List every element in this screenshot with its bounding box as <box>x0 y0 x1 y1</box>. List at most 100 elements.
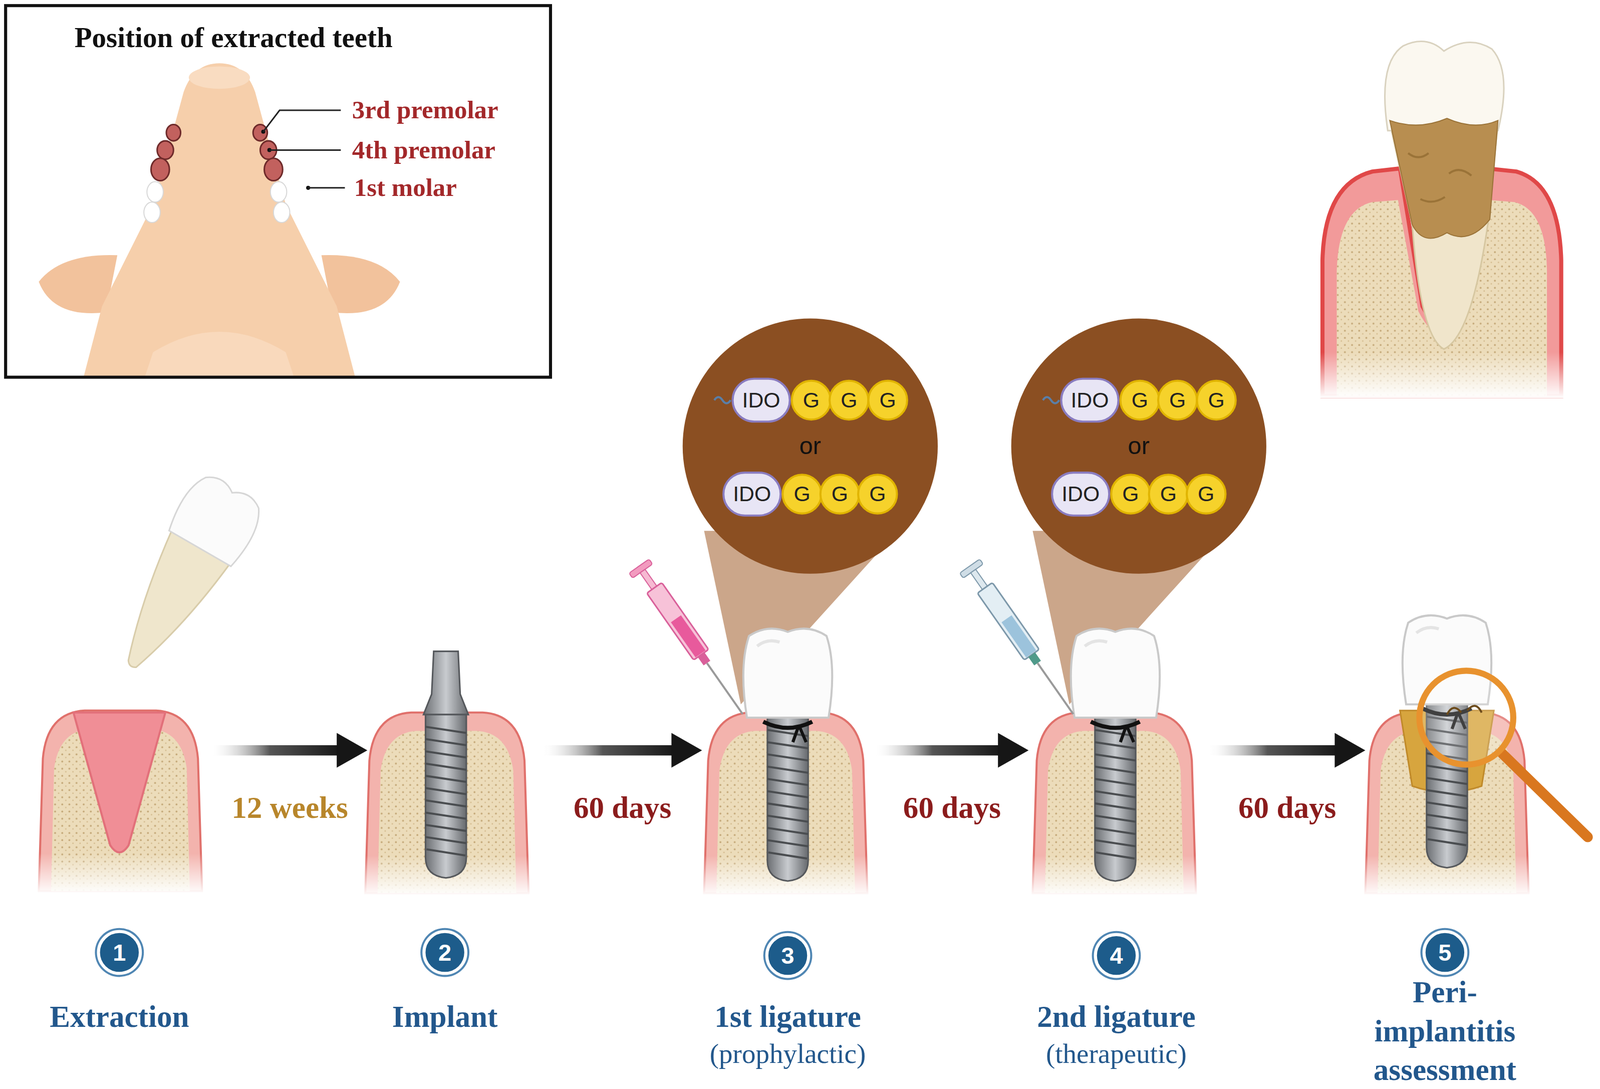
extracted-tooth <box>97 467 270 686</box>
molar <box>146 181 164 203</box>
tooth-label: 4th premolar <box>352 134 496 166</box>
ido-enzyme: IDO <box>1050 471 1111 517</box>
zoom-bubble: orIDOGGGIDOGGG <box>682 318 938 574</box>
magnifier <box>1419 670 1588 837</box>
glycan-unit: G <box>828 379 870 421</box>
implant-symbol <box>1095 717 1136 881</box>
liquid <box>670 615 706 658</box>
alveolar-ridge <box>1028 712 1200 897</box>
step-column: 1Extraction <box>35 612 212 1087</box>
arrow-head <box>1334 732 1366 768</box>
molar <box>270 181 288 203</box>
interval-label: 60 days <box>850 788 1054 826</box>
step-title: 1st ligature <box>634 996 941 1036</box>
zoom-bubble: orIDOGGGIDOGGG <box>1011 318 1267 574</box>
glycan-unit: G <box>781 473 823 514</box>
ligature-symbol <box>1091 721 1141 742</box>
implant <box>423 651 469 878</box>
glycan-unit: G <box>867 379 908 421</box>
glycan-label: G <box>1207 387 1225 413</box>
callout-number: 4 <box>1109 941 1123 969</box>
barrel <box>646 582 709 660</box>
interval-label: 60 days <box>1185 788 1390 826</box>
step-number: 4 <box>1094 932 1140 978</box>
glycan-label: G <box>831 481 849 506</box>
step-column: 42nd ligature(therapeutic) <box>1028 612 1210 1087</box>
timeline-arrow <box>1209 732 1366 768</box>
glycan-label: G <box>1122 481 1139 506</box>
calculus-texture <box>1408 153 1472 202</box>
glycan-unit: G <box>1148 473 1189 514</box>
step-title: Implant <box>292 996 599 1036</box>
glycan-unit: G <box>1195 379 1237 421</box>
extracted-tooth <box>150 158 170 181</box>
inset-title: Position of extracted teeth <box>74 21 393 55</box>
glycan-label: G <box>840 387 858 413</box>
step-subtitle: (prophylactic) <box>634 1033 941 1073</box>
glycan-unit: G <box>1185 473 1227 514</box>
step-column: 2Implant <box>367 612 543 1087</box>
timeline-arrow <box>212 732 368 768</box>
glycan-unit: G <box>819 473 861 514</box>
arrow-shaft <box>1209 744 1340 755</box>
glycan-label: G <box>1197 481 1215 506</box>
periodontitis-tooth <box>1316 41 1567 399</box>
glycan-label: G <box>1160 481 1177 506</box>
glycan-label: G <box>803 387 820 413</box>
glycan-unit: G <box>1157 379 1198 421</box>
syringe <box>629 559 753 721</box>
alveolar-ridge <box>361 712 533 897</box>
implant-symbol <box>767 717 809 881</box>
step-column: 5Peri-implantitis assessment <box>1365 612 1529 1087</box>
implant-with-crown <box>1071 628 1160 881</box>
extracted-tooth <box>157 140 174 160</box>
pig-head <box>38 63 400 377</box>
extracted-tooth <box>166 124 181 142</box>
ligature-symbol <box>763 721 813 742</box>
alveolar-ridge <box>699 712 872 897</box>
magnifier-glass <box>1419 670 1513 764</box>
step-title: 2nd ligature <box>963 996 1270 1036</box>
needle <box>1037 662 1074 714</box>
timeline-arrow <box>543 732 703 768</box>
arrow-head <box>671 732 702 768</box>
liquid <box>1001 615 1036 658</box>
step-number: 5 <box>1422 929 1468 975</box>
alveolar-ridge <box>34 710 206 895</box>
needle <box>706 662 743 714</box>
arrow-shaft <box>543 744 676 755</box>
crown <box>1384 41 1504 131</box>
arrow-shaft <box>212 744 342 755</box>
extracted-tooth <box>264 158 284 181</box>
timeline-arrow <box>875 732 1029 768</box>
ido-label: IDO <box>742 387 781 413</box>
callout-number: 5 <box>1438 938 1452 966</box>
glycan-label: G <box>869 481 886 506</box>
ido-enzyme: IDO <box>1059 377 1120 423</box>
callout-number: 2 <box>438 938 452 966</box>
glycan-label: G <box>1131 387 1149 413</box>
barrel <box>977 582 1040 660</box>
bacteria <box>1446 705 1482 714</box>
molar <box>143 201 161 223</box>
ido-label: IDO <box>1061 481 1100 506</box>
leader-line <box>269 149 342 151</box>
crown <box>165 467 270 568</box>
glycan-unit: G <box>1119 379 1161 421</box>
glycan-unit: G <box>790 379 832 421</box>
step-number: 3 <box>765 932 811 978</box>
crown-symbol <box>743 628 833 718</box>
socket <box>73 712 166 853</box>
interval-label: 60 days <box>520 788 725 826</box>
glycan-unit: G <box>1110 473 1151 514</box>
calculus <box>1389 118 1498 238</box>
arrow-shaft <box>875 744 1003 755</box>
callout-number: 1 <box>112 938 126 966</box>
step-column: 31st ligature(prophylactic) <box>701 612 876 1087</box>
or-text: or <box>1011 430 1267 462</box>
chin <box>144 331 294 377</box>
interval-label: 12 weeks <box>187 788 392 826</box>
step-title: Peri-implantitis assessment <box>1354 972 1536 1089</box>
or-text: or <box>682 430 938 462</box>
